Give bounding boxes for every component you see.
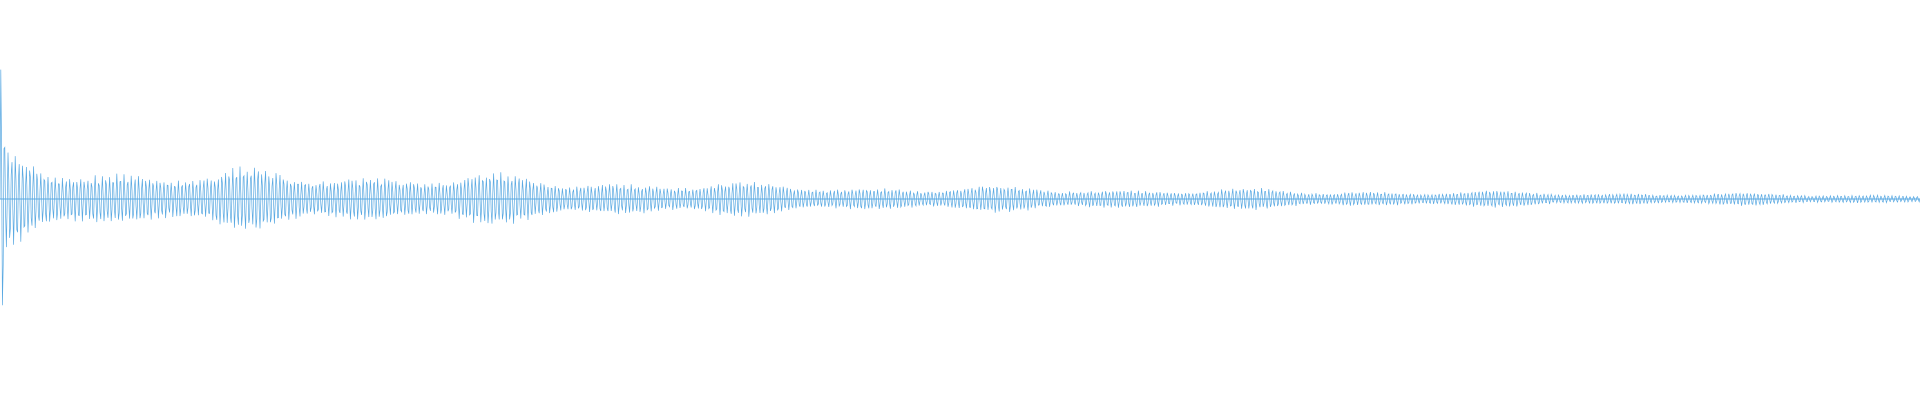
waveform-trace [0,69,1920,306]
